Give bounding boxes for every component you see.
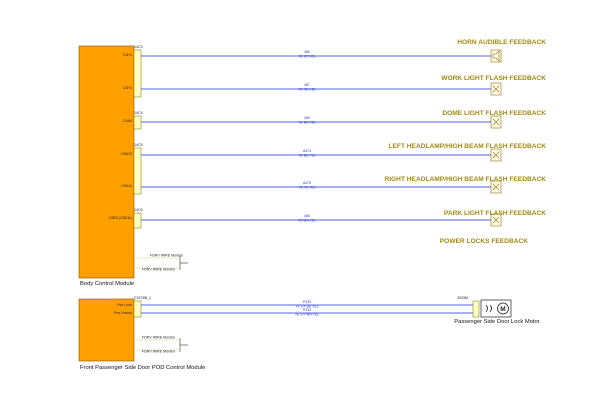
door-lock-motor[interactable]: 3933M M Passenger Side Door Lock Motor [454, 296, 539, 325]
feedback-wire-code: A475 [303, 181, 311, 185]
bcm-stub-label: FDRV WIRE Monitor [142, 268, 176, 272]
feedback-wire-code: 487 [304, 83, 310, 87]
lamp-icon [490, 213, 502, 227]
motor-connector-label: 3933M [457, 296, 468, 300]
bcm-pin-label: C3H1 [123, 86, 132, 90]
motor-connector-block [472, 300, 480, 318]
pod-module-box[interactable] [78, 298, 135, 362]
feedback-wire-code: 489 [304, 116, 310, 120]
bcm-connector-c3 [133, 49, 142, 98]
feedback-label: HORN AUDIBLE FEEDBACK [457, 39, 546, 46]
bcm-monitor-stubs: FDRV WIRE Monitor FDRV WIRE Monitor [134, 254, 188, 272]
pod-wire-desc: YE GY WH YEL [295, 313, 319, 317]
feedback-wire-desc: YE YE YEL [298, 186, 315, 190]
bcm-module-box[interactable] [78, 45, 135, 279]
pod-name: Front Passenger Side Door POD Control Mo… [80, 365, 205, 371]
pod-stub-label: FDRV WIRE Monitor [142, 336, 176, 340]
feedback-label: RIGHT HEADLAMP/HIGH BEAM FLASH FEEDBACK [384, 176, 546, 183]
feedback-label: WORK LIGHT FLASH FEEDBACK [441, 75, 546, 82]
feedback-wire-desc: YE BU YEL [298, 154, 316, 158]
bcm-connectors: 14C3 14C4 14C5 14C6 C3H1 C3H1 C4A4 C5A13… [109, 45, 143, 229]
bcm-pin-label: C5A13 [121, 152, 132, 156]
feedback-label: PARK LIGHT FLASH FEEDBACK [444, 210, 546, 217]
feedback-wire-code: A474 [303, 149, 311, 153]
pod-wire-code: P432 [303, 300, 311, 304]
bcm-pin-label: C4A4 [123, 119, 132, 123]
lamp-icon [490, 180, 502, 194]
pod-connector: C3278B_1 Pwr Lock Pwr Unlock [114, 296, 151, 318]
motor-icon: M [480, 299, 512, 318]
lamp-icon [490, 82, 502, 96]
pod-pin-label: Pwr Lock [117, 303, 132, 307]
speaker-icon [490, 49, 502, 63]
motor-name: Passenger Side Door Lock Motor [454, 319, 539, 325]
feedback-label: DOME LIGHT FLASH FEEDBACK [442, 110, 546, 117]
pod-wire-desc: YE GY BU YEL [295, 305, 318, 309]
feedback-wire-code: 489 [304, 50, 310, 54]
pod-connector-label: C3278B_1 [134, 296, 151, 300]
bcm-name: Body Control Module [80, 281, 134, 287]
lamp-icon [490, 148, 502, 162]
svg-text:M: M [500, 306, 505, 313]
bcm-pin-label: C3H1 [123, 53, 132, 57]
feedback-wire-desc: YE WH YEL [298, 219, 317, 223]
feedback-label: LEFT HEADLAMP/HIGH BEAM FLASH FEEDBACK [388, 143, 546, 150]
bcm-connector-label: 14C6 [134, 208, 143, 212]
bcm-connector-c4 [133, 115, 142, 130]
feedback-wire-desc: YE GN YEL [298, 88, 316, 92]
lamp-icon [490, 115, 502, 129]
pod-lock-wires: P432 YE GY BU YEL P433 YE GY WH YEL [141, 300, 473, 317]
pod-wire-code: P433 [303, 308, 311, 312]
bcm-stub-label: FDRV WIRE Monitor [150, 254, 184, 258]
bcm-connector-c5 [133, 147, 142, 195]
body-control-module[interactable]: Body Control Module [78, 45, 135, 287]
pod-pin-label: Pwr Unlock [114, 311, 132, 315]
bcm-connector-label: 14C4 [134, 111, 143, 115]
pod-control-module[interactable]: Front Passenger Side Door POD Control Mo… [78, 298, 205, 371]
pod-connector-block [133, 300, 142, 318]
bcm-pin-label: C6E5 (C6E11) [109, 216, 132, 220]
bcm-pin-label: C5A11 [121, 184, 132, 188]
feedback-wire-desc: YE BN YEL [298, 121, 316, 125]
bcm-connector-c6 [133, 212, 142, 229]
feedback-wire-desc: YE OT YEL [298, 55, 316, 59]
pod-stub-label: FDRV WIRE Monitor [142, 350, 176, 354]
feedback-wire-code: 486 [304, 214, 310, 218]
bcm-connector-label: 14C5 [134, 143, 143, 147]
power-locks-feedback-label: POWER LOCKS FEEDBACK [440, 238, 529, 245]
bcm-connector-label: 14C3 [134, 45, 143, 49]
pod-monitor-stubs: FDRV WIRE Monitor FDRV WIRE Monitor [134, 336, 188, 354]
